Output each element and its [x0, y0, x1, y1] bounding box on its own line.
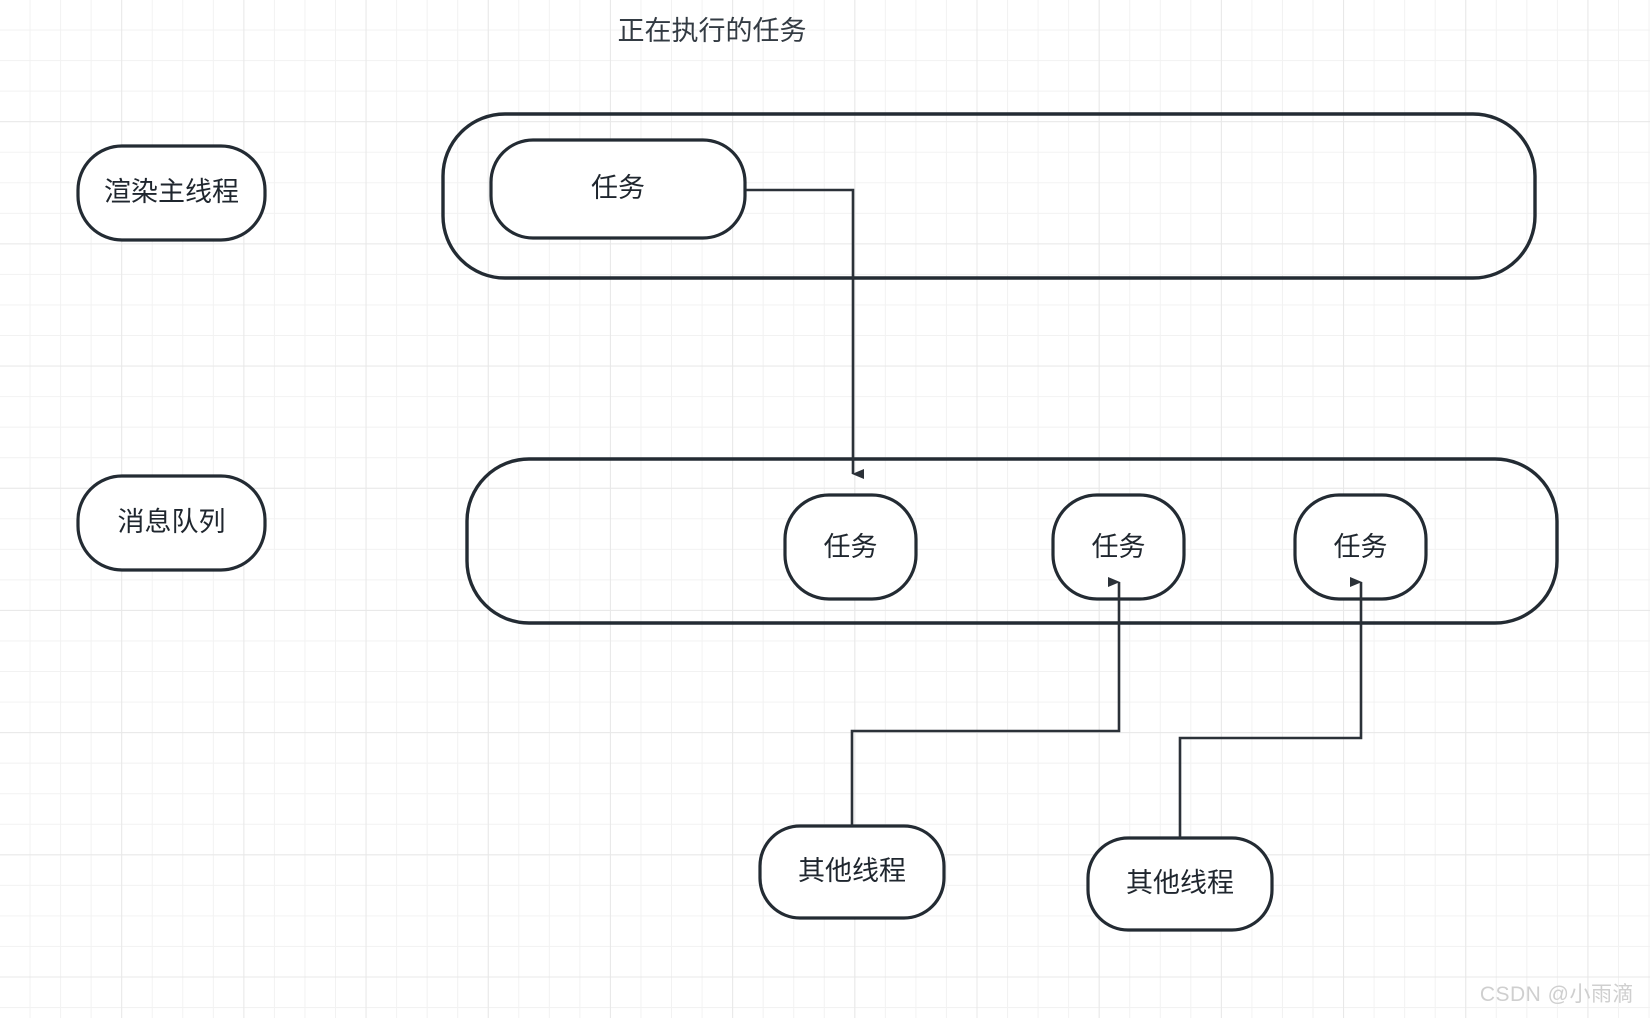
- connector-thread2-to-queue: [1178, 577, 1363, 838]
- lane-label-render-main-thread[interactable]: 渲染主线程: [76, 144, 267, 242]
- lane-label-message-queue[interactable]: 消息队列: [76, 474, 267, 572]
- other-thread-1-node[interactable]: 其他线程: [758, 824, 946, 920]
- running-task-node[interactable]: 任务: [489, 138, 747, 240]
- lane-label-message-queue-text: 消息队列: [118, 507, 226, 537]
- queue-task-1-shape: [783, 493, 918, 601]
- running-task-label: 任务: [591, 173, 645, 203]
- lane-label-message-queue-shape: [76, 474, 267, 572]
- other-thread-1-label: 其他线程: [798, 856, 906, 886]
- queue-task-2-label: 任务: [1092, 532, 1146, 562]
- message-queue-container: [465, 457, 1559, 625]
- other-thread-2-node[interactable]: 其他线程: [1086, 836, 1274, 932]
- watermark: CSDN @小雨滴: [1479, 983, 1634, 1006]
- render-main-thread-container: [441, 112, 1537, 280]
- lane-label-render-main-thread-text: 渲染主线程: [104, 177, 239, 207]
- diagram-title: 正在执行的任务: [618, 16, 807, 46]
- connector-task-to-queue: [746, 188, 864, 479]
- queue-task-3-label: 任务: [1334, 532, 1388, 562]
- queue-task-1-node[interactable]: 任务: [783, 493, 918, 601]
- queue-task-3-node[interactable]: 任务: [1293, 493, 1428, 601]
- running-task-shape: [489, 138, 747, 240]
- queue-task-1-label: 任务: [824, 532, 878, 562]
- other-thread-2-label: 其他线程: [1126, 868, 1234, 898]
- lane-label-render-main-thread-shape: [76, 144, 267, 242]
- connector-thread1-to-queue: [850, 577, 1121, 826]
